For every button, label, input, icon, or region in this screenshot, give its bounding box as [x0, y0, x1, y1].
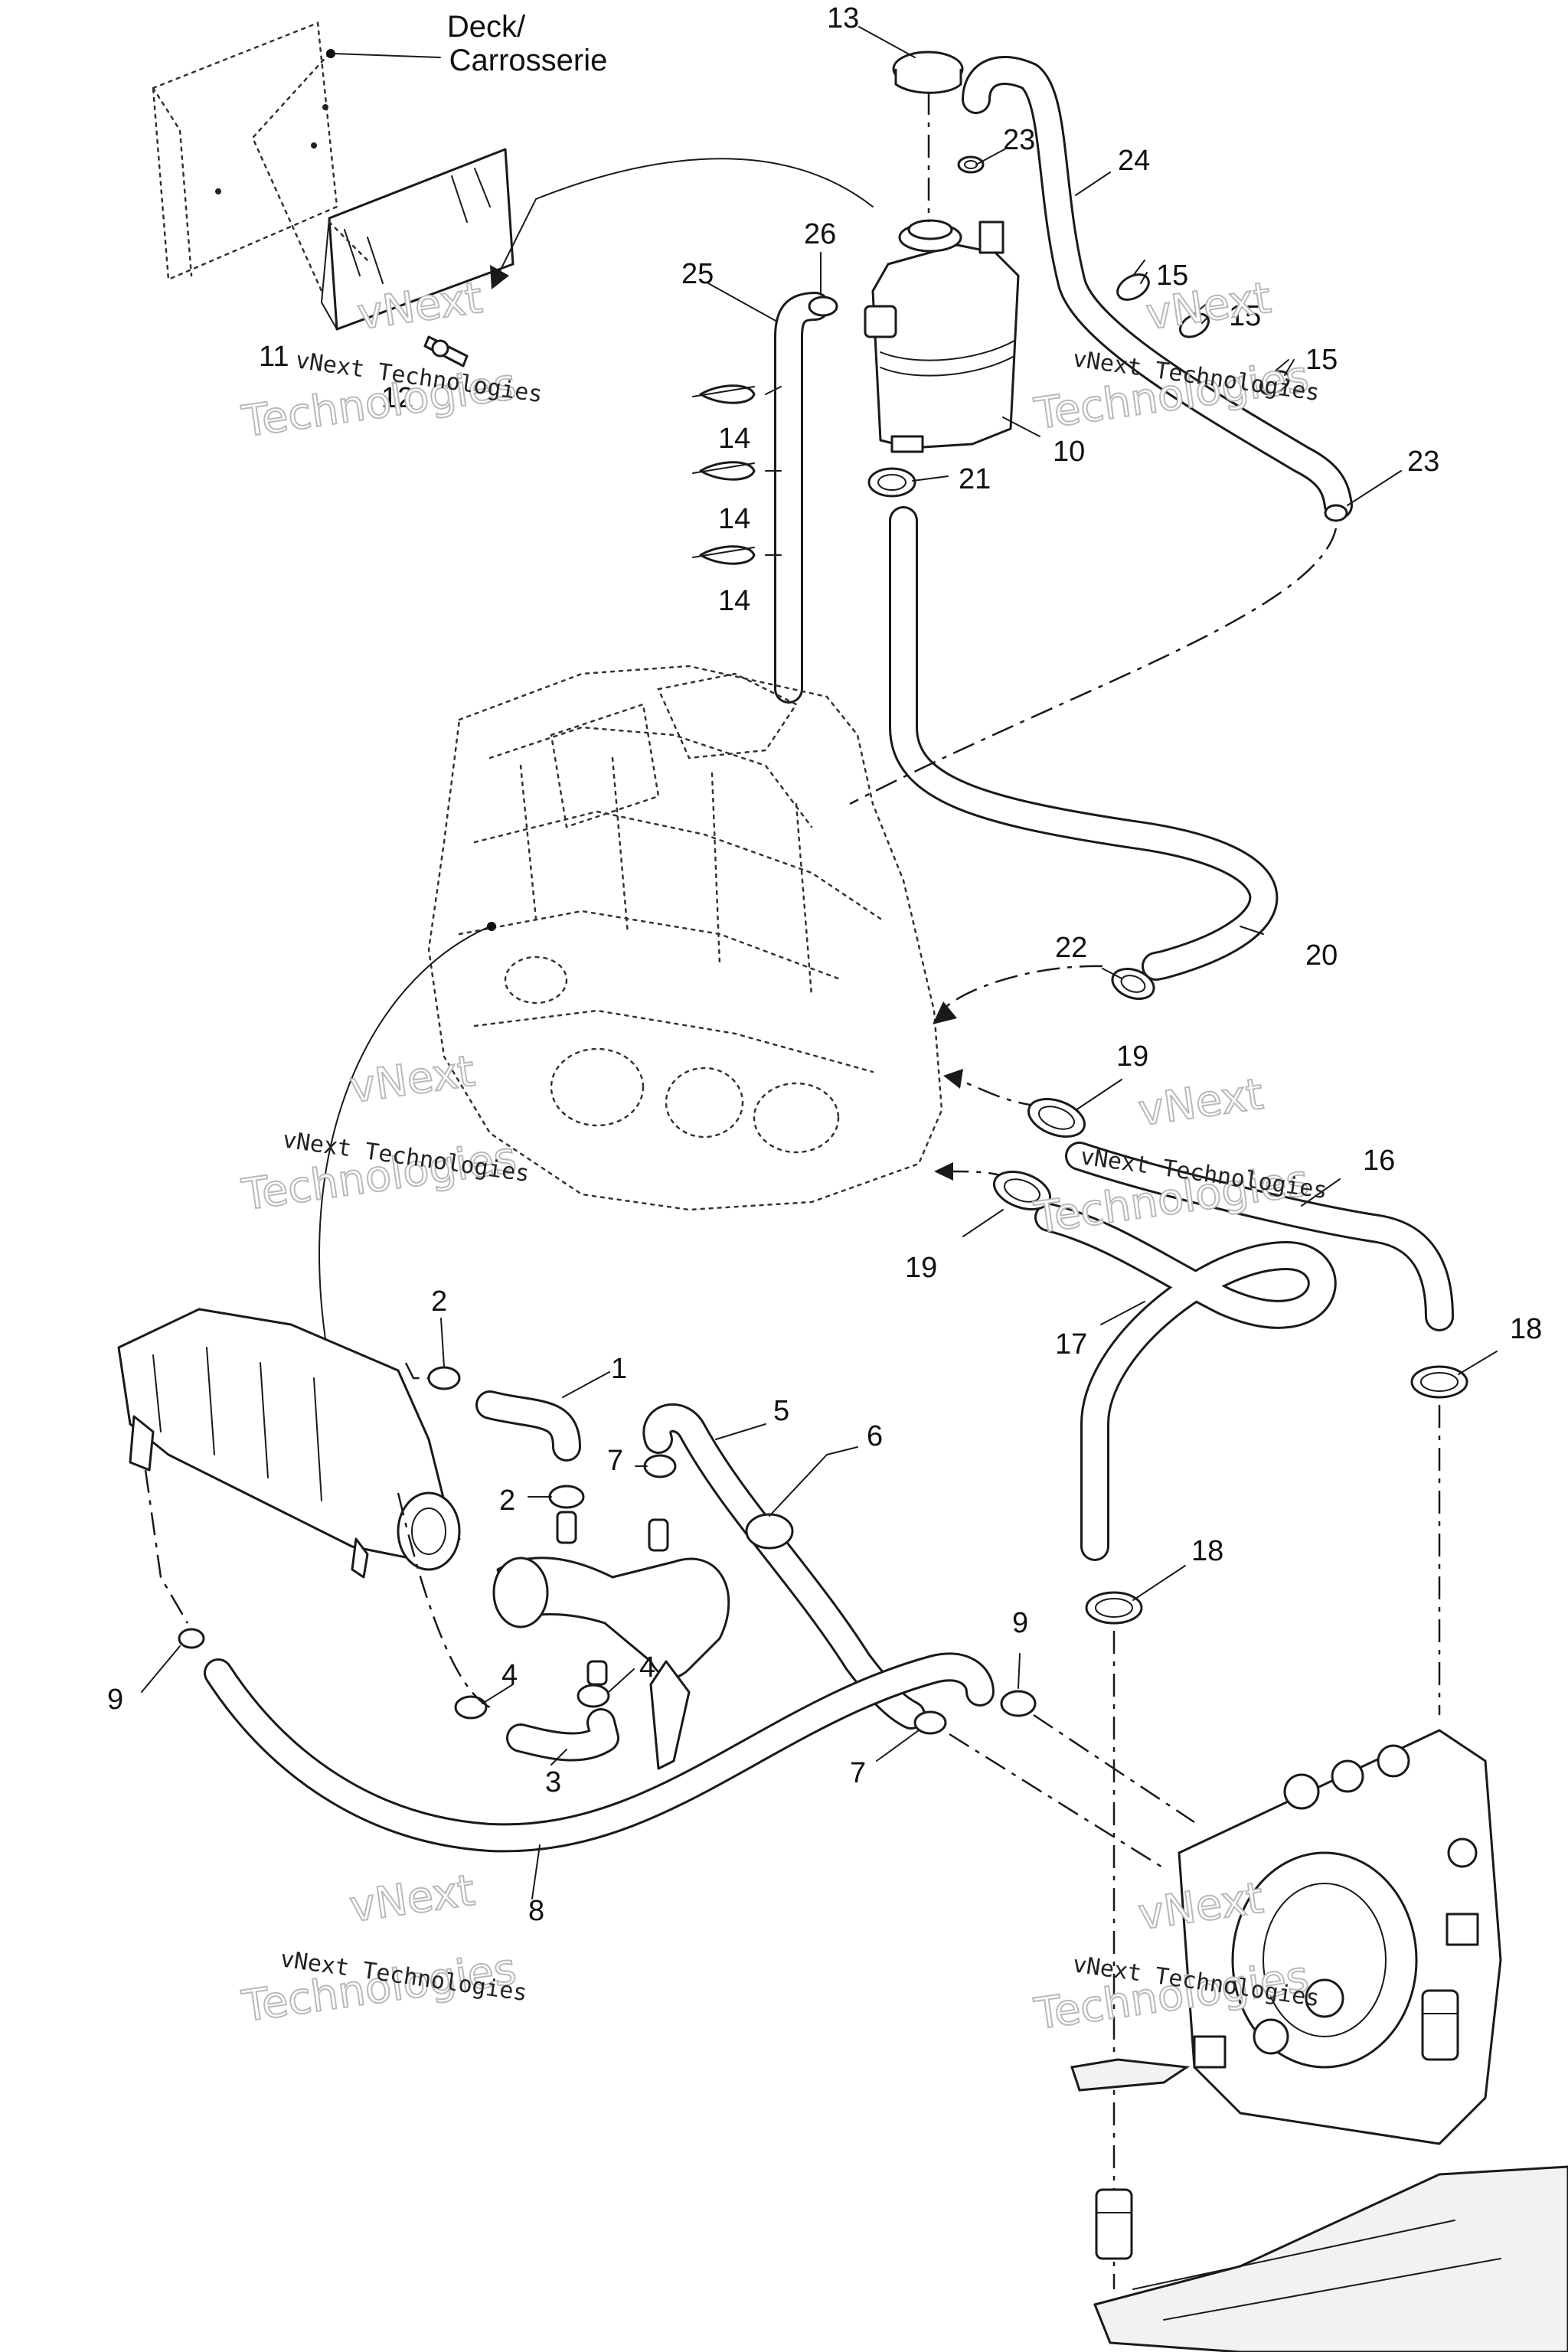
svg-text:vNext: vNext: [347, 1866, 478, 1932]
expansion-tank: [864, 219, 1020, 453]
callout-15-b: 15: [1229, 300, 1261, 332]
callout-6: 6: [867, 1420, 883, 1452]
hull-plate: [1070, 2058, 1568, 2352]
clamp-14-a: [692, 384, 756, 404]
engine-block: [427, 665, 943, 1211]
callout-13: 13: [827, 2, 859, 34]
callout-5: 5: [773, 1395, 789, 1427]
pipe-assembly: [492, 1511, 730, 1770]
callout-12: 12: [381, 382, 413, 414]
watermark-bottom-left: vNext Technologies vNext Technologies: [238, 1865, 529, 2033]
deck-label-line1: Deck/: [447, 10, 526, 44]
callout-23-upper: 23: [1003, 124, 1035, 156]
clamp-18-center: [1085, 1591, 1143, 1625]
fitting-right: [1421, 1989, 1459, 2061]
clamp-9-right: [1000, 1690, 1037, 1717]
clamp-19-upper: [1027, 1098, 1086, 1138]
watermark-mid-left: vNext Technologies vNext Technologies: [238, 1046, 531, 1221]
callout-11: 11: [259, 341, 289, 373]
callout-2-lower: 2: [499, 1485, 515, 1517]
clamp-26: [808, 296, 838, 317]
clamp-14-b: [692, 461, 756, 481]
callout-4-right: 4: [639, 1651, 655, 1684]
callout-9-right: 9: [1012, 1607, 1028, 1639]
callout-4-left: 4: [501, 1659, 518, 1691]
callout-19-upper: 19: [1116, 1040, 1148, 1073]
callout-18-right: 18: [1510, 1313, 1542, 1345]
callout-9-left: 9: [107, 1684, 123, 1716]
svg-text:vNext: vNext: [1135, 1070, 1266, 1136]
callout-19-lower: 19: [905, 1252, 937, 1284]
callout-7-lower: 7: [850, 1757, 866, 1789]
callout-2-upper: 2: [431, 1285, 447, 1318]
callout-18-center: 18: [1191, 1535, 1223, 1567]
clamp-7-lower: [913, 1710, 947, 1735]
callout-numbers: 13 23 24 26 25 15 15 15 11 12 14 14 14 1…: [107, 2, 1542, 1927]
callout-14-a: 14: [718, 423, 750, 455]
tank-cap: [892, 51, 964, 94]
clamp-2-lower: [548, 1485, 585, 1509]
clamp-18-right: [1410, 1365, 1468, 1399]
strap-6: [745, 1454, 828, 1550]
callout-20: 20: [1305, 939, 1338, 972]
fitting-left: [1095, 2188, 1133, 2260]
callout-24: 24: [1118, 145, 1150, 177]
callout-16: 16: [1363, 1145, 1395, 1177]
clamp-23-upper: [957, 155, 985, 174]
clamp-21: [867, 467, 916, 498]
callout-1: 1: [611, 1353, 627, 1385]
callout-25: 25: [681, 258, 714, 290]
svg-text:vNext: vNext: [347, 1047, 478, 1113]
deck-label-line2: Carrosserie: [449, 44, 608, 77]
callout-26: 26: [804, 218, 836, 250]
callout-14-b: 14: [718, 503, 750, 535]
clamp-9-left: [178, 1628, 205, 1649]
clamp-15-c: [1259, 359, 1290, 396]
clamp-15-a: [1116, 260, 1150, 301]
bolt-part-12: [423, 335, 469, 368]
clamp-14-c: [692, 545, 756, 565]
callout-21: 21: [959, 463, 991, 495]
callout-7-upper: 7: [607, 1445, 623, 1477]
callout-15-a: 15: [1156, 260, 1188, 292]
clamp-2-upper: [427, 1366, 461, 1390]
exhaust-manifold: [117, 1308, 461, 1579]
callout-22: 22: [1055, 932, 1087, 964]
callout-8: 8: [528, 1895, 544, 1927]
leader-lines: [141, 26, 1498, 1900]
clamp-23-lower: [1324, 504, 1348, 522]
clamp-4-right: [577, 1684, 610, 1708]
clamp-15-b: [1179, 302, 1210, 338]
clamp-4-left: [454, 1695, 488, 1720]
mounting-bracket: [320, 148, 514, 331]
callout-17: 17: [1055, 1328, 1087, 1361]
clamp-22: [1111, 968, 1155, 1000]
heat-exchanger: [1178, 1729, 1502, 2145]
callout-23-lower: 23: [1407, 446, 1439, 478]
deck-panel: [152, 21, 338, 281]
callout-15-c: 15: [1305, 344, 1338, 376]
clamp-7-upper: [643, 1454, 677, 1478]
callout-3: 3: [545, 1766, 561, 1798]
callout-14-c: 14: [718, 585, 750, 617]
hose-20: [889, 506, 1279, 981]
callout-10: 10: [1053, 436, 1085, 468]
clamp-19-lower: [993, 1171, 1051, 1210]
